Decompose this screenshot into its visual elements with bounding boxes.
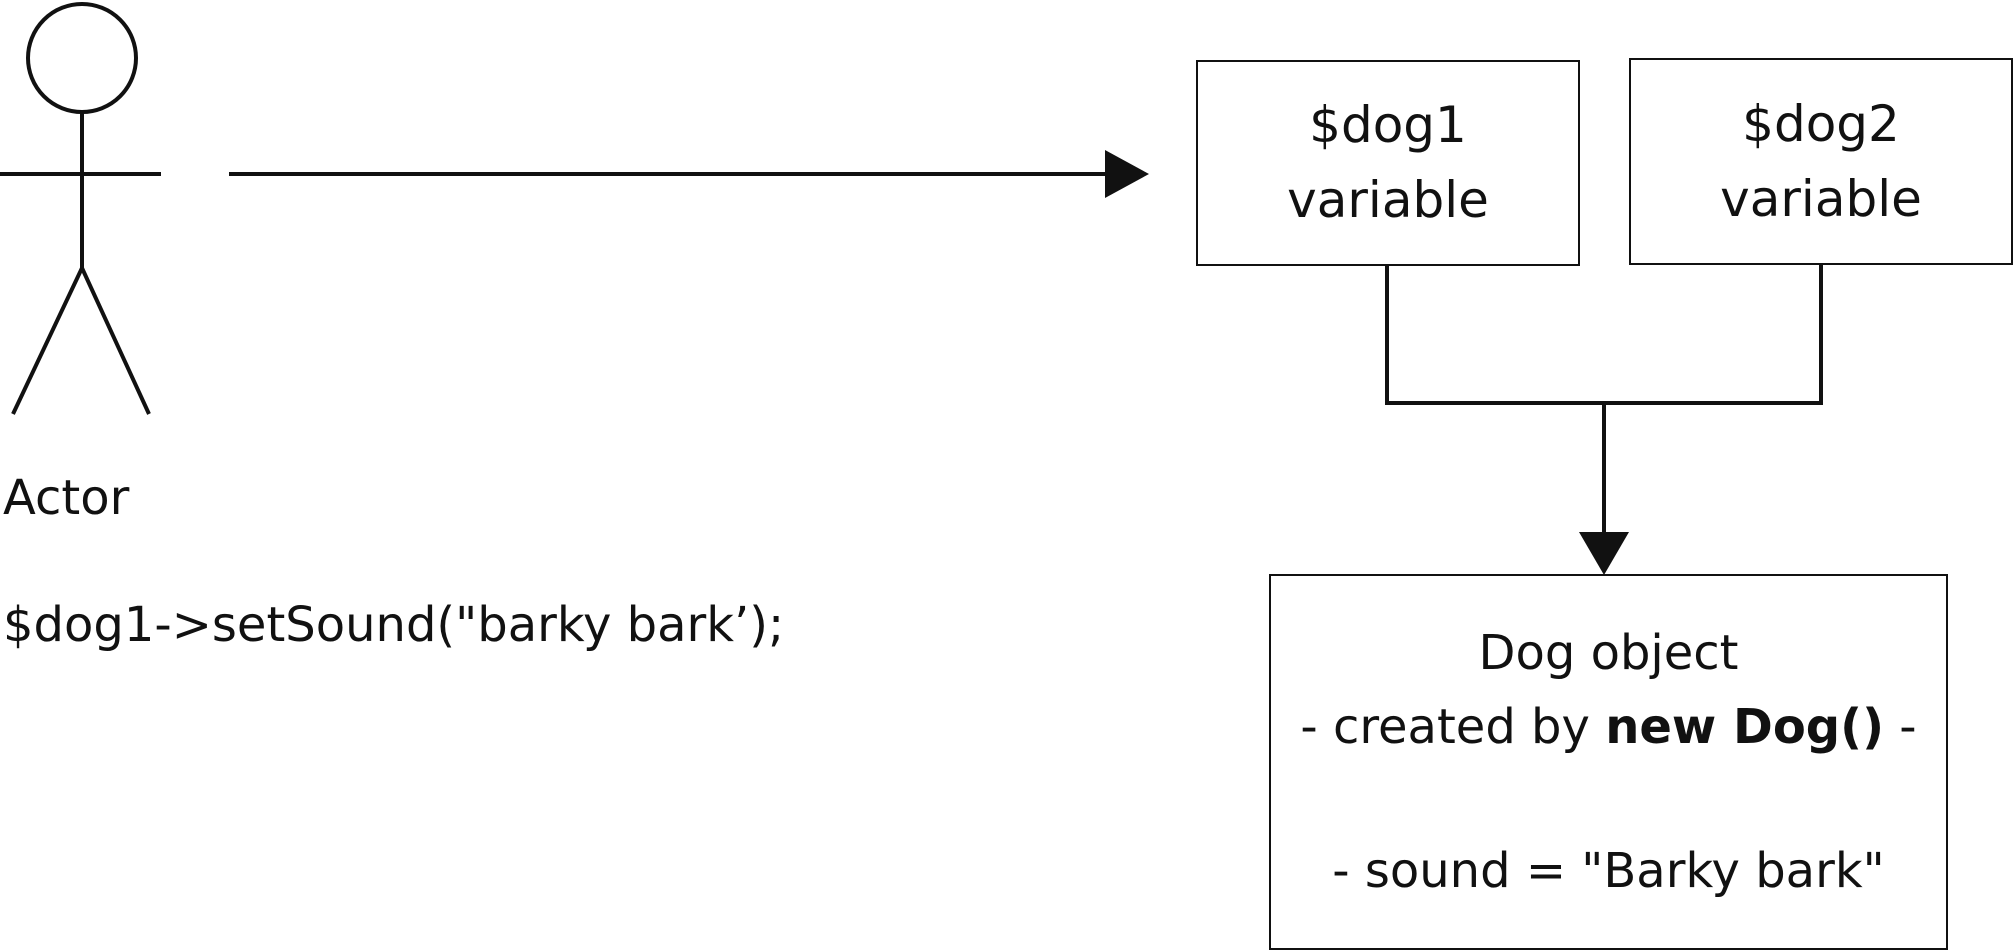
actor-head bbox=[26, 2, 138, 114]
dog-object-sound-property: - sound = "Barky bark" bbox=[1332, 843, 1885, 899]
dog-object-created-prefix: - created by bbox=[1300, 699, 1606, 755]
actor-arrow-head bbox=[1105, 150, 1149, 198]
dog-object-box: Dog object - created by new Dog() - - so… bbox=[1269, 574, 1948, 950]
dog2-variable-box: $dog2 variable bbox=[1629, 58, 2013, 265]
dog1-variable-box: $dog1 variable bbox=[1196, 60, 1580, 266]
dog1-variable-name: $dog1 bbox=[1309, 96, 1467, 154]
actor-right-leg bbox=[80, 267, 151, 415]
method-call-code: $dog1->setSound("barky bark’); bbox=[3, 597, 785, 653]
dog-object-title: Dog object bbox=[1478, 625, 1739, 681]
variables-to-object-connector bbox=[1385, 265, 1823, 538]
dog1-variable-type: variable bbox=[1287, 171, 1489, 229]
dog-object-constructor-call: new Dog() bbox=[1605, 699, 1885, 755]
dog-object-created-suffix: - bbox=[1884, 699, 1917, 755]
actor-figure bbox=[0, 2, 161, 415]
dog-object-creation-line: - created by new Dog() - bbox=[1300, 690, 1916, 764]
actor-left-leg bbox=[11, 267, 84, 415]
actor-to-variable-arrow bbox=[229, 150, 1149, 198]
dog2-variable-type: variable bbox=[1720, 169, 1922, 228]
object-arrow-head bbox=[1579, 532, 1629, 575]
dog2-variable-name: $dog2 bbox=[1742, 94, 1900, 153]
actor-label: Actor bbox=[3, 470, 130, 526]
